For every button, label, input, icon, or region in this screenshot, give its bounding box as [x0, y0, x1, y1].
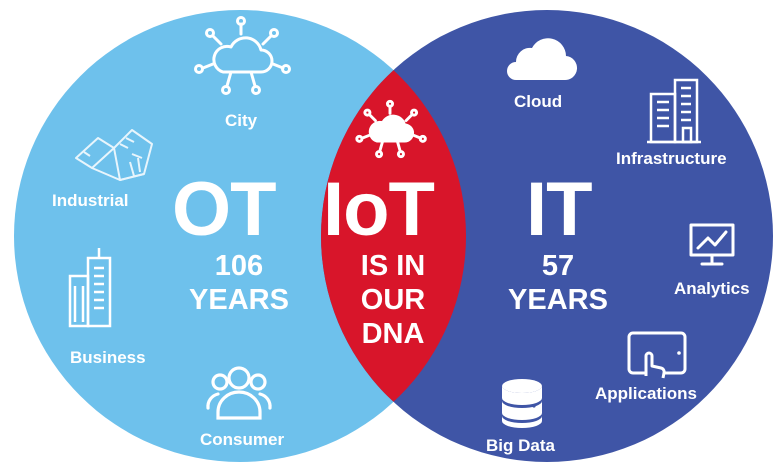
- cloud-icon: [502, 30, 578, 82]
- it-years: 57 YEARS: [500, 249, 616, 317]
- it-years-number: 57: [541, 250, 575, 282]
- business-label: Business: [70, 348, 146, 367]
- iot-overlap: [321, 10, 466, 462]
- it-heading: IT: [526, 167, 593, 252]
- city-label: City: [225, 111, 258, 130]
- ot-years: 106 YEARS: [186, 249, 292, 317]
- ot-years-number: 106: [214, 250, 264, 282]
- ot-heading: OT: [172, 167, 277, 252]
- iot-tagline-line-2: OUR: [360, 284, 426, 316]
- applications-tablet-touch-icon: [626, 330, 688, 379]
- big-data-label: Big Data: [486, 436, 555, 455]
- analytics-label: Analytics: [674, 279, 750, 298]
- cloud-label: Cloud: [514, 92, 563, 111]
- iot-tagline-line-1: IS IN: [360, 250, 426, 282]
- infrastructure-building-icon: [645, 76, 703, 144]
- consumer-label: Consumer: [200, 430, 285, 449]
- infrastructure-label: Infrastructure: [616, 149, 727, 168]
- analytics-monitor-chart-icon: [688, 222, 736, 268]
- industrial-label: Industrial: [52, 191, 129, 210]
- ot-years-word: YEARS: [189, 284, 289, 316]
- iot-tagline: IS IN OUR DNA: [338, 249, 448, 351]
- iot-network-cloud-icon: [355, 99, 427, 166]
- business-buildings-icon: [66, 246, 116, 328]
- it-years-word: YEARS: [508, 284, 608, 316]
- big-data-database-icon: [500, 378, 544, 430]
- iot-heading: IoT: [323, 167, 435, 252]
- consumer-users-icon: [206, 364, 272, 420]
- applications-label: Applications: [595, 384, 698, 403]
- iot-tagline-line-3: DNA: [361, 318, 425, 350]
- industrial-machine-icon: [70, 118, 160, 188]
- city-network-cloud-icon: [193, 16, 291, 106]
